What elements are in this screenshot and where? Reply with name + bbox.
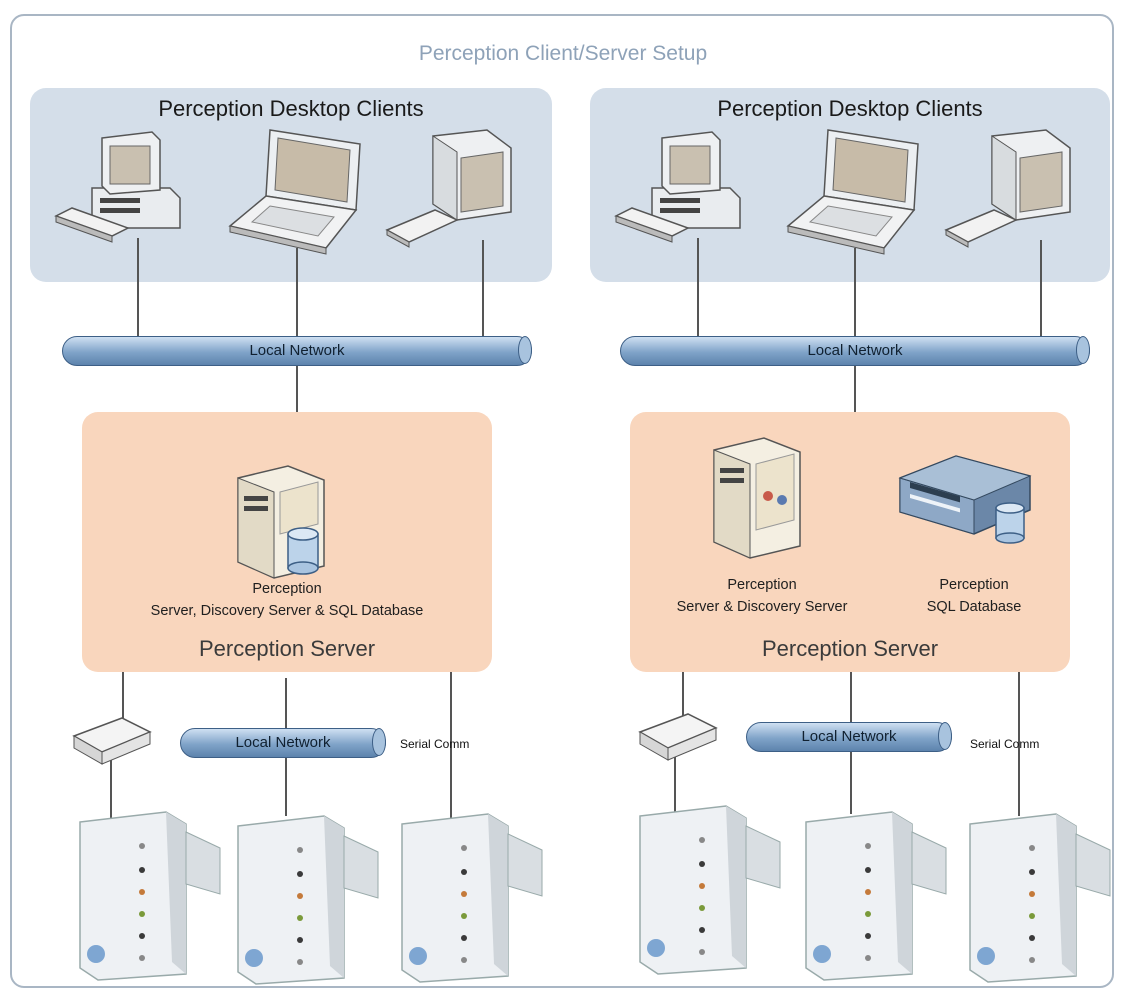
database-icon [995, 502, 1025, 544]
wire [674, 756, 676, 812]
wire [296, 366, 298, 412]
left-serial-label: Serial Comm [400, 737, 470, 751]
right-server-b-caption-1: Perception [939, 577, 1009, 593]
wire [450, 672, 452, 818]
left-server-title: Perception Server [198, 636, 376, 661]
network-adapter-icon [638, 713, 718, 761]
right-server-a-caption-1: Perception [727, 577, 797, 593]
wire [137, 238, 139, 338]
right-clients-title: Perception Desktop Clients [717, 96, 983, 121]
wire [854, 248, 856, 338]
wire [682, 672, 684, 716]
laptop-icon [786, 129, 919, 255]
right-bottom-network: Local Network [746, 722, 952, 752]
acquisition-device-icon [401, 813, 543, 983]
wire [1040, 240, 1042, 338]
wire [122, 672, 124, 718]
acquisition-device-icon [969, 813, 1111, 983]
network-adapter-icon [72, 717, 152, 765]
desktop-pc-icon [54, 131, 181, 243]
crt-monitor-icon [385, 129, 512, 248]
right-server-panel [630, 412, 1070, 672]
tower-server-icon [713, 437, 801, 559]
left-server-caption-2: Server, Discovery Server & SQL Database [150, 603, 424, 619]
wire [1018, 672, 1020, 816]
left-clients-title: Perception Desktop Clients [158, 96, 424, 121]
desktop-pc-icon [614, 131, 741, 243]
wire [110, 758, 112, 818]
diagram-title: Perception Client/Server Setup [418, 42, 708, 65]
wire [854, 366, 856, 412]
acquisition-device-icon [639, 805, 781, 975]
left-bottom-network: Local Network [180, 728, 386, 758]
wire [697, 238, 699, 338]
right-server-b-caption-2: SQL Database [926, 599, 1022, 615]
right-server-title: Perception Server [761, 636, 939, 661]
wire [482, 240, 484, 338]
right-top-network: Local Network [620, 336, 1090, 366]
database-icon [287, 527, 319, 575]
crt-monitor-icon [944, 129, 1071, 248]
left-top-network: Local Network [62, 336, 532, 366]
acquisition-device-icon [79, 811, 221, 981]
right-serial-label: Serial Comm [970, 737, 1040, 751]
wire [296, 248, 298, 338]
right-server-a-caption-2: Server & Discovery Server [676, 599, 848, 615]
acquisition-device-icon [237, 815, 379, 985]
acquisition-device-icon [805, 811, 947, 981]
left-server-caption-1: Perception [252, 581, 322, 597]
laptop-icon [228, 129, 361, 255]
